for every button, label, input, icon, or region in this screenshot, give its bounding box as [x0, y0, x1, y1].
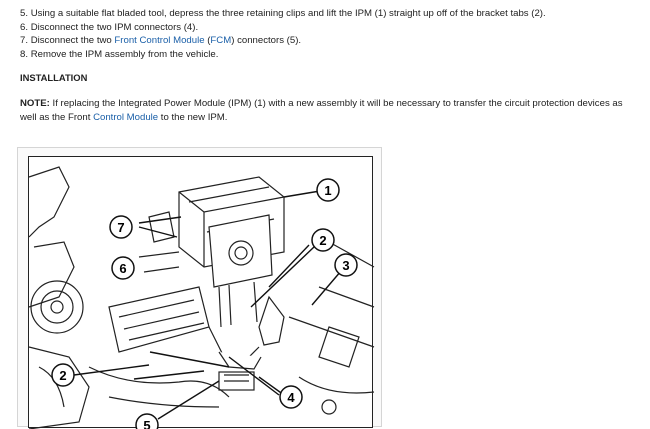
- fcm-module: [208, 214, 273, 288]
- note-label: NOTE:: [20, 98, 50, 109]
- leader-2-lower: [149, 351, 230, 368]
- left-round-component: [30, 280, 84, 334]
- step-number: 6.: [20, 21, 29, 33]
- leader-7: [138, 216, 182, 238]
- removal-steps-list: 5. Using a suitable flat bladed tool, de…: [20, 7, 546, 61]
- step-text: Disconnect the two IPM connectors (4).: [30, 21, 199, 33]
- callout-2-upper: 2: [311, 228, 335, 252]
- leader-6: [133, 370, 205, 380]
- installation-note: NOTE: If replacing the Integrated Power …: [20, 97, 640, 124]
- control-module-link[interactable]: Control Module: [93, 111, 159, 123]
- leader-2-lower-line: [73, 364, 150, 376]
- ipm-line-drawing: 1 2 3 6 7: [28, 166, 375, 429]
- svg-text:2: 2: [319, 233, 326, 248]
- callout-1: 1: [316, 178, 340, 202]
- ipm-diagram-frame: 1 2 3 6 7: [17, 147, 382, 429]
- step-number: 5.: [20, 8, 29, 19]
- svg-text:1: 1: [324, 183, 331, 198]
- callout-5: 5: [135, 413, 159, 429]
- callout-3: 3: [334, 253, 358, 277]
- front-control-module-link[interactable]: Front Control Module: [114, 35, 205, 47]
- left-body-panel: [28, 166, 70, 238]
- note-tail: to the new IPM.: [158, 111, 228, 123]
- svg-text:5: 5: [143, 418, 150, 429]
- step-text: Using a suitable flat bladed tool, depre…: [30, 8, 546, 19]
- callout-4: 4: [279, 385, 303, 409]
- step-text-mid: (: [204, 35, 211, 47]
- leader-5: [157, 380, 220, 420]
- step-text-post: ) connectors (5).: [231, 35, 302, 47]
- step-5: 5. Using a suitable flat bladed tool, de…: [20, 7, 546, 21]
- ipm-diagram: 1 2 3 6 7: [28, 156, 375, 429]
- step-7: 7. Disconnect the two Front Control Modu…: [20, 34, 546, 48]
- callout-2-lower: 2: [51, 363, 75, 387]
- bracket-tabs: [218, 281, 258, 328]
- svg-text:6: 6: [119, 261, 126, 276]
- step-text-pre: Disconnect the two: [30, 35, 115, 47]
- step-8: 8. Remove the IPM assembly from the vehi…: [20, 48, 546, 62]
- step-6: 6. Disconnect the two IPM connectors (4)…: [20, 21, 546, 35]
- svg-text:2: 2: [59, 368, 66, 383]
- callout-6: 6: [111, 256, 135, 280]
- step-text: Remove the IPM assembly from the vehicle…: [30, 48, 219, 60]
- step-number: 8.: [20, 48, 29, 60]
- svg-text:7: 7: [117, 220, 124, 235]
- callout-7: 7: [109, 215, 133, 239]
- lower-connector-housing: [108, 286, 210, 353]
- leader-2-upper: [250, 244, 315, 308]
- installation-heading: INSTALLATION: [20, 72, 88, 83]
- svg-text:3: 3: [342, 258, 349, 273]
- svg-text:4: 4: [287, 390, 295, 405]
- right-frame-rails: [288, 241, 375, 348]
- leader-4: [228, 356, 285, 396]
- note-text: If replacing the Integrated Power Module…: [20, 98, 623, 123]
- fcm-link[interactable]: FCM: [210, 35, 232, 47]
- step-number: 7.: [20, 35, 29, 47]
